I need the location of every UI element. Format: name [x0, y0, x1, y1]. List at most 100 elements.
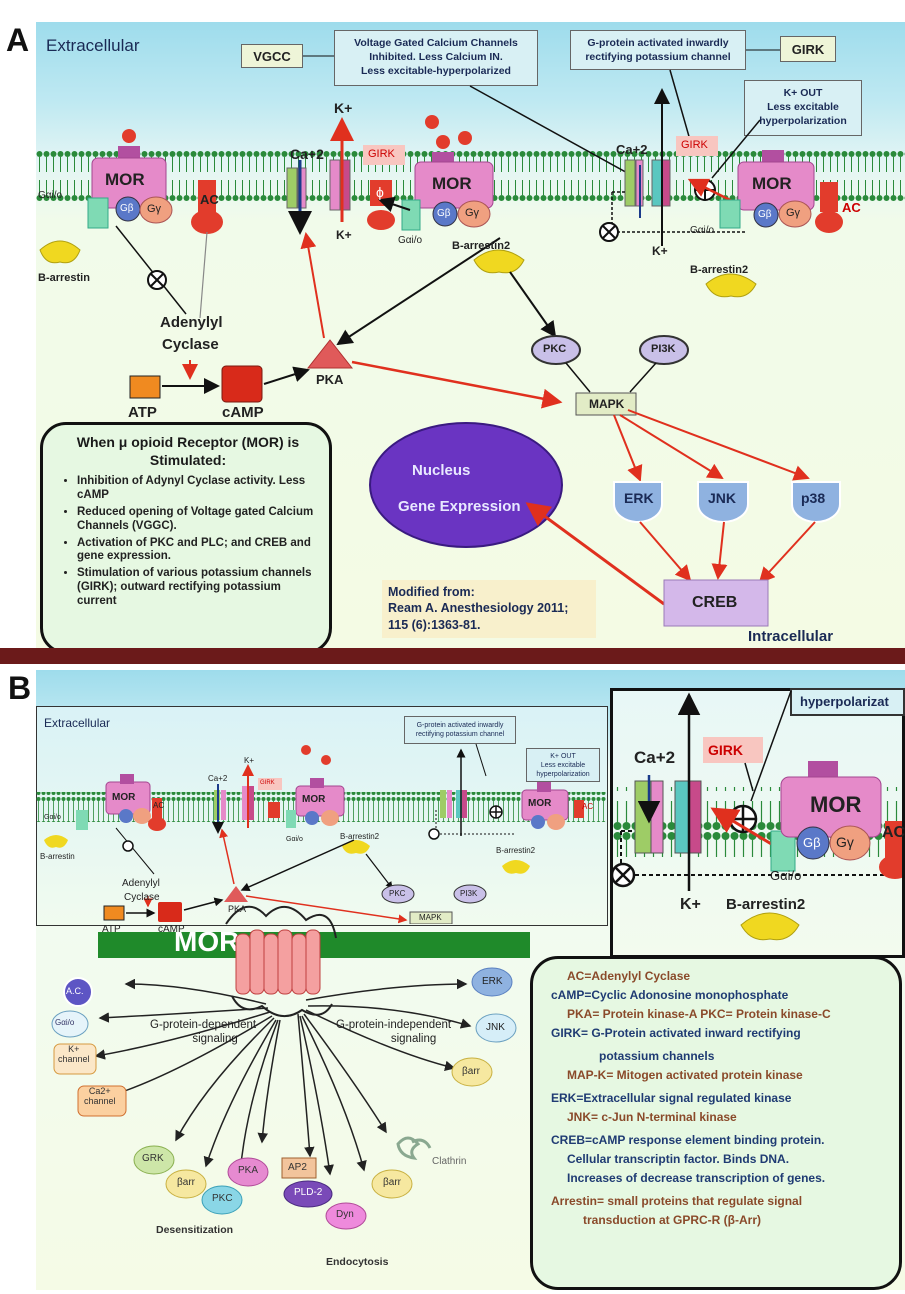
summary-item: Activation of PKC and PLC; and CREB and … — [77, 537, 319, 565]
gindep-line-1: G-protein-independent — [336, 1019, 452, 1031]
mapk-label: MAPK — [589, 397, 625, 411]
potassium-label-right: K+ — [652, 244, 668, 258]
mapk-node — [575, 392, 637, 416]
kout-connector — [711, 119, 761, 179]
galpha-label-right: Gαi/o — [690, 225, 715, 236]
gbeta-label-middle: Gβ — [437, 208, 451, 219]
mor-bar-label: MOR — [174, 926, 240, 957]
vgcc-tag-text: VGCC — [253, 49, 291, 64]
gbeta-right — [753, 202, 779, 228]
phi-label: ϕ — [376, 184, 384, 200]
hyperpolarization-tag: hyperpolarizat — [790, 688, 905, 716]
mini-mor-right: MOR — [528, 798, 552, 809]
creb-node — [663, 579, 769, 627]
jnk-node-label: JNK — [486, 1022, 505, 1033]
mini-camp: cAMP — [158, 924, 185, 935]
erk-node-b — [471, 967, 513, 997]
nucleus-label: Nucleus — [412, 462, 471, 479]
girk-label-mid: GIRK — [368, 148, 395, 160]
barr-node-right — [371, 1169, 413, 1199]
ap2-label: AP2 — [288, 1162, 307, 1173]
kout-note-b-line-3: hyperpolarization — [536, 771, 590, 779]
barr-far-right-label: βarr — [462, 1066, 480, 1077]
ac-node-label: A.C. — [66, 986, 84, 996]
potassium-label-top: K+ — [334, 100, 353, 116]
legend-entry: PKA= Protein kinase-A PKC= Protein kinas… — [567, 1007, 831, 1021]
erk-label: ERK — [624, 490, 654, 506]
atp-label: ATP — [128, 404, 157, 421]
gene-expression-label: Gene Expression — [398, 498, 521, 515]
girk-note-b-line-1: G-protein activated inwardly — [416, 722, 504, 729]
signaling-diagram — [51, 905, 517, 1230]
vgcc-connector — [469, 85, 641, 181]
b-arrestin2-shape — [473, 249, 525, 274]
camp-node — [221, 365, 263, 403]
gbeta-label-left: Gβ — [120, 203, 134, 214]
gdep-label: G-protein-dependent signaling — [150, 1018, 256, 1047]
ligand — [458, 131, 472, 145]
pka-label: PKA — [316, 372, 344, 387]
gbeta-label-right: Gβ — [758, 209, 772, 220]
pkc-label: PKC — [543, 343, 567, 355]
camp-label: cAMP — [222, 404, 264, 421]
panel-a-letter: A — [6, 22, 30, 58]
mini-cyclase: Cyclase — [124, 892, 160, 903]
mini-potassium: K+ — [244, 756, 255, 765]
panel-b: B Extracellular G-protein activated inwa… — [0, 664, 905, 1294]
mor-label-middle: MOR — [432, 174, 472, 193]
legend-entry: Arrestin= small proteins that regulate s… — [551, 1194, 803, 1208]
ggamma-left — [139, 196, 173, 224]
dyn-node — [325, 1202, 367, 1230]
galpha-node-b — [51, 1010, 89, 1038]
jnk-label: JNK — [708, 490, 737, 506]
mini-girk: GIRK — [260, 780, 275, 786]
mini-calcium: Ca+2 — [208, 774, 228, 783]
zoom-galpha-label: Gαi/o — [770, 868, 802, 883]
summary-box: When μ opioid Receptor (MOR) is Stimulat… — [40, 422, 332, 654]
b-arrestin-shape — [39, 240, 81, 264]
citation-line-3: 115 (6):1363-81. — [388, 617, 481, 632]
ggamma-middle — [457, 200, 491, 228]
dyn-label: Dyn — [336, 1209, 354, 1220]
galpha-left — [87, 197, 109, 229]
barr-node-left — [165, 1169, 207, 1199]
girk-badge-right — [676, 136, 718, 156]
mini-galpha-middle: Gαi/o — [286, 836, 303, 843]
erk-node-label: ERK — [482, 976, 503, 987]
creb-label: CREB — [692, 594, 738, 611]
inhibit-symbol-left — [147, 270, 167, 290]
ggamma-label-right: Gγ — [786, 207, 801, 219]
mini-barrestin: B-arrestin — [40, 852, 75, 861]
pi3k-label: PI3K — [651, 343, 676, 355]
k-channel-line-2: channel — [58, 1053, 90, 1064]
cyclase-label: Cyclase — [162, 336, 219, 353]
extracellular-label-b: Extracellular — [44, 716, 111, 730]
kout-note: K+ OUT Less excitable hyperpolarization — [744, 80, 862, 136]
zoom-mor-label: MOR — [810, 792, 862, 817]
galpha-node-label: Gαi/o — [55, 1018, 75, 1027]
gdep-line-1: G-protein-dependent — [150, 1019, 257, 1031]
mini-mor-left: MOR — [112, 792, 136, 803]
summary-title: When μ opioid Receptor (MOR) is Stimulat… — [57, 433, 319, 469]
gbeta-middle — [432, 201, 458, 227]
legend-entry: Cellular transcriptin factor. Binds DNA. — [567, 1152, 790, 1166]
pi3k-node — [639, 335, 689, 365]
mor-seven-tm-receptor — [225, 905, 337, 1017]
jnk-node-b — [475, 1013, 517, 1043]
girk-note-line-2: rectifying potassium channel — [585, 51, 731, 64]
extracellular-label: Extracellular — [46, 36, 140, 55]
mor-receptor-left — [91, 129, 167, 209]
k-channel-node — [53, 1043, 97, 1075]
girk-connector — [669, 69, 691, 141]
ac-node-b — [63, 977, 93, 1007]
zoom-calcium-label: Ca+2 — [634, 748, 676, 767]
legend-entry: CREB=cAMP response element binding prote… — [551, 1133, 825, 1147]
mini-galpha-left: Gαi/o — [44, 814, 61, 821]
clathrin-label: Clathrin — [432, 1156, 467, 1167]
legend-entry: transduction at GPRC-R (β-Arr) — [583, 1213, 761, 1227]
endocytosis-label: Endocytosis — [326, 1256, 389, 1268]
ac-label-right: AC — [842, 200, 861, 215]
ca-channel-line-1: Ca2+ — [88, 1086, 111, 1096]
